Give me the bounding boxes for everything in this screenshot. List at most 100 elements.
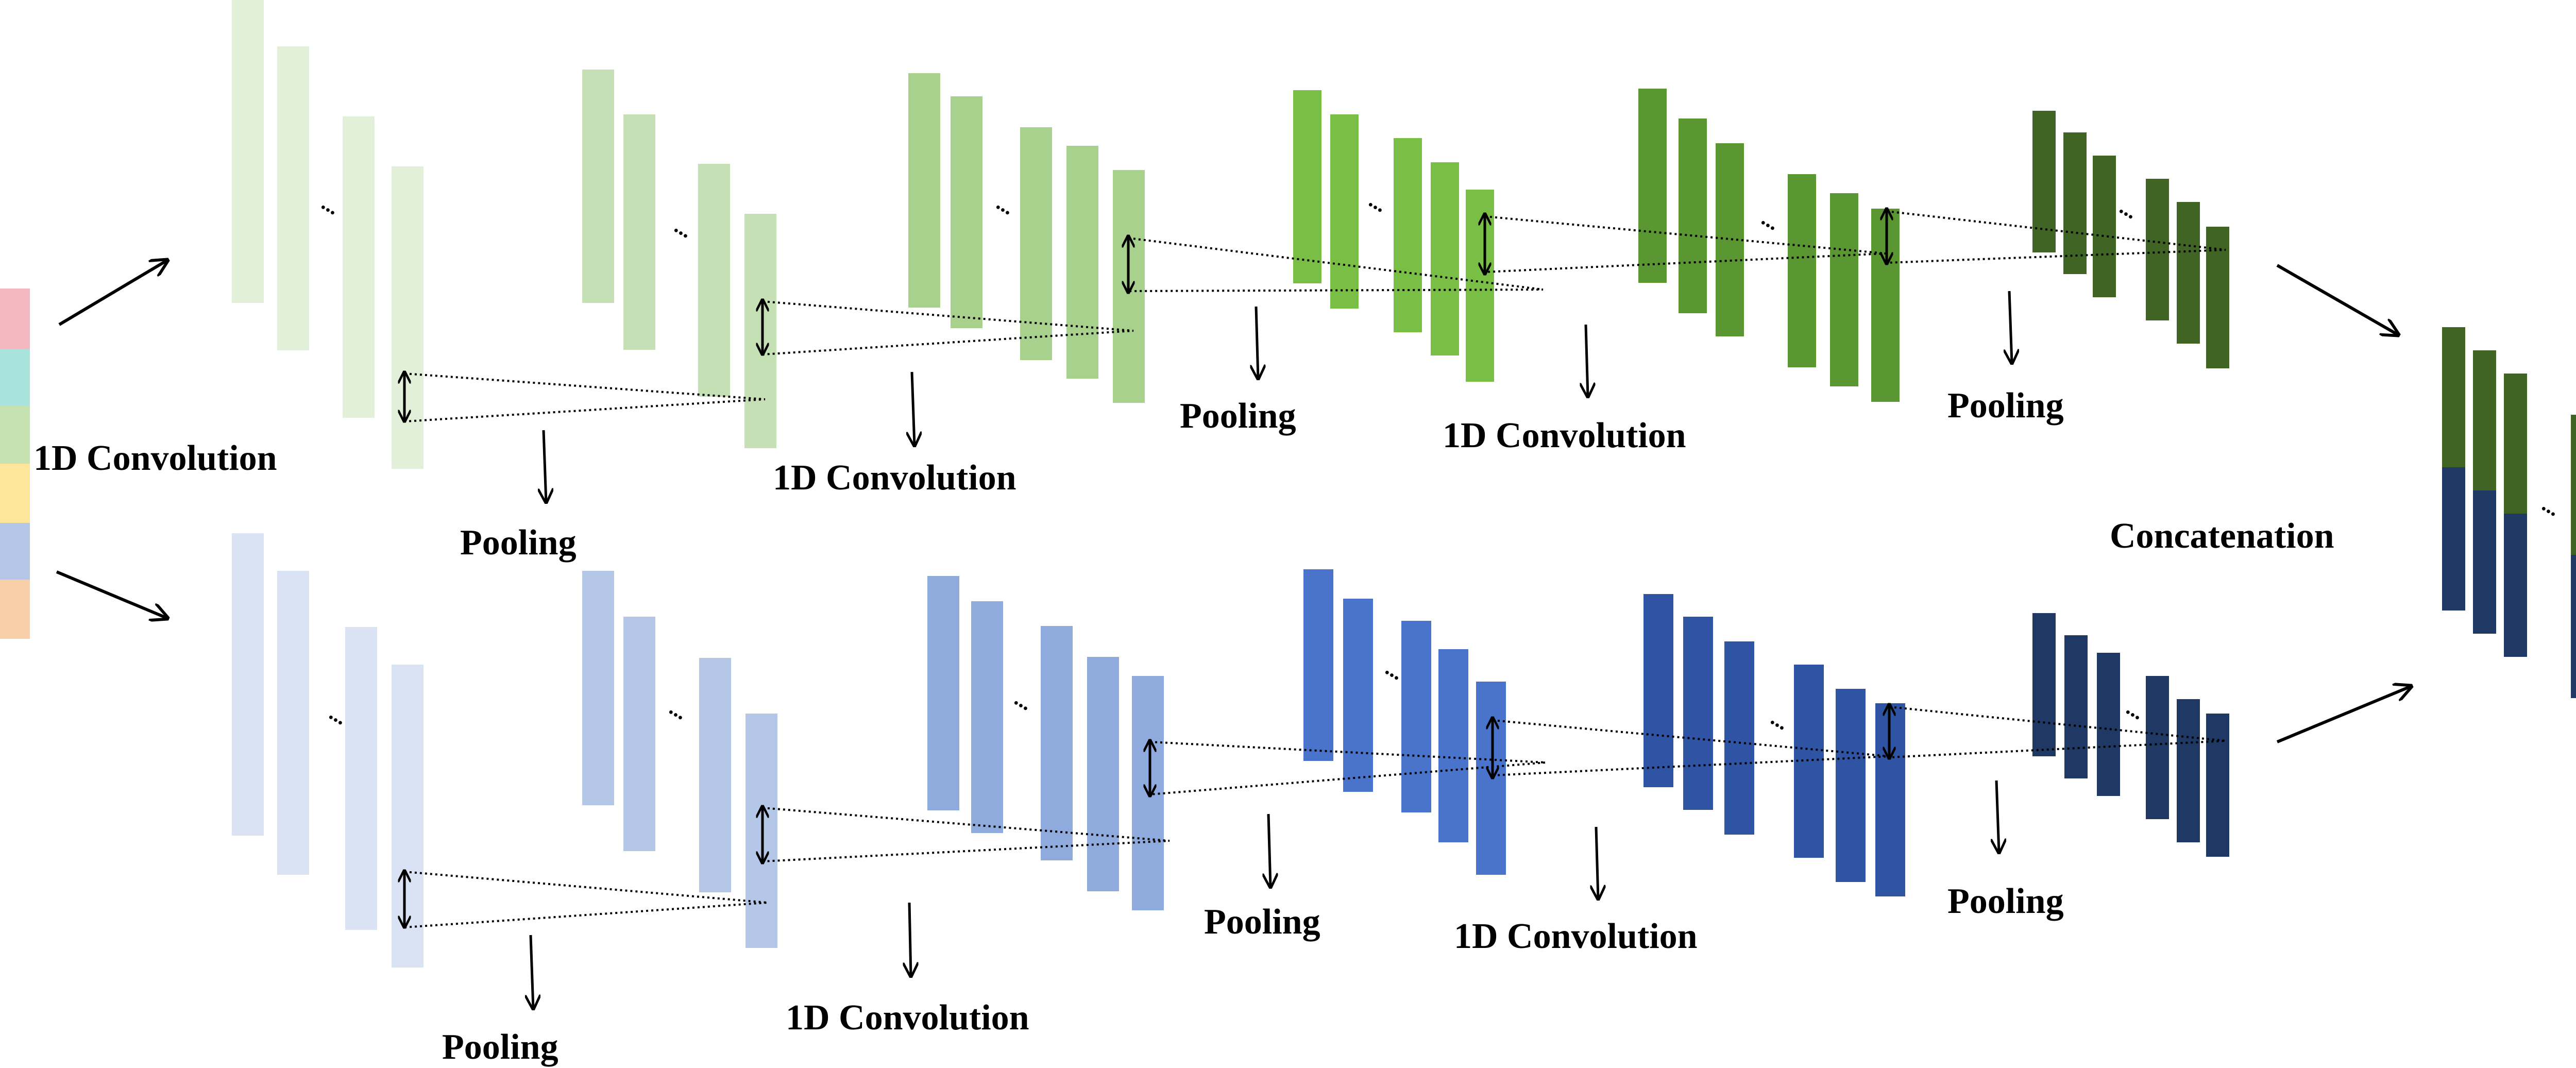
label-1d-convolution: 1D Convolution <box>786 998 1029 1038</box>
concat-top-segment <box>2442 327 2465 467</box>
feature-map <box>1466 190 1494 382</box>
feature-map <box>1020 127 1052 360</box>
feature-map <box>1476 682 1506 875</box>
feature-map <box>2063 132 2087 274</box>
feature-map <box>232 533 264 836</box>
top-branch: ... ... ... ... ... ... <box>33 0 2229 563</box>
feature-map <box>2146 179 2169 320</box>
feature-map-stack <box>2032 111 2229 368</box>
feature-map <box>582 571 614 805</box>
feature-map-stack <box>232 533 423 968</box>
concat-top-segment <box>2473 350 2496 490</box>
ellipsis-marker: ... <box>1365 189 1391 217</box>
feature-map <box>2177 699 2200 842</box>
label-1d-convolution: 1D Convolution <box>1443 416 1686 455</box>
concat-bottom-segment <box>2571 555 2576 698</box>
ellipsis-marker: ... <box>2115 195 2141 224</box>
feature-map <box>1794 665 1824 858</box>
operation-arrows <box>531 780 1999 1009</box>
feature-map <box>1431 162 1459 355</box>
label-pooling: Pooling <box>1947 386 2064 426</box>
ellipsis-marker: ... <box>1010 687 1036 716</box>
feature-map <box>1683 617 1713 810</box>
feature-map <box>2032 613 2056 756</box>
feature-map <box>1293 90 1321 283</box>
feature-map <box>2064 635 2088 778</box>
feature-map <box>1087 657 1119 891</box>
feature-map-stack <box>582 571 777 948</box>
concat-column <box>2504 374 2527 657</box>
feature-map <box>1716 143 1744 336</box>
label-1d-convolution: 1D Convolution <box>33 438 277 478</box>
kernel-arrows <box>404 209 1887 421</box>
feature-map <box>2097 653 2120 796</box>
feature-map <box>1830 193 1858 386</box>
ellipsis-marker: ... <box>317 191 343 220</box>
feature-map <box>343 116 375 418</box>
feature-map <box>1679 118 1707 313</box>
label-pooling: Pooling <box>442 1027 558 1067</box>
feature-map <box>951 96 982 328</box>
feature-map <box>971 601 1003 833</box>
concat-bottom-segment <box>2442 467 2465 611</box>
feature-map <box>1303 569 1333 761</box>
feature-map <box>1343 599 1373 792</box>
feature-map-stack <box>1638 89 1900 402</box>
feature-map <box>927 576 959 810</box>
concat-bottom-segment <box>2504 514 2527 657</box>
feature-map <box>2177 202 2200 344</box>
feature-map <box>2032 111 2056 252</box>
feature-map <box>1788 174 1816 367</box>
feature-map <box>1041 626 1073 860</box>
feature-map <box>277 571 309 875</box>
feature-map <box>232 0 264 303</box>
concatenated-feature-maps: ... <box>2442 327 2576 698</box>
feature-map-stack <box>2032 613 2229 857</box>
operation-arrows <box>544 291 2012 502</box>
ellipsis-marker: ... <box>1757 207 1783 235</box>
input-segment <box>0 349 30 406</box>
label-pooling: Pooling <box>1947 881 2064 921</box>
bottom-branch: ... ... ... ... ... ... <box>232 533 2229 1067</box>
feature-map-stack <box>908 73 1145 403</box>
input-to-top-branch-arrow <box>58 260 167 326</box>
feature-map <box>2093 156 2116 297</box>
concat-column <box>2571 415 2576 698</box>
input-segment <box>0 580 30 639</box>
label-1d-convolution: 1D Convolution <box>1454 917 1698 956</box>
ellipsis-marker: ... <box>670 214 696 243</box>
concat-bottom-segment <box>2473 490 2496 634</box>
feature-map <box>1066 146 1098 379</box>
feature-map <box>2146 676 2169 819</box>
feature-map <box>1638 89 1667 283</box>
feature-map-stack <box>232 0 423 469</box>
label-concatenation: Concatenation <box>2110 516 2334 556</box>
feature-map <box>908 73 940 308</box>
bottom-to-concat-arrow <box>2276 686 2411 743</box>
concat-top-segment <box>2504 374 2527 514</box>
feature-map <box>1394 138 1422 332</box>
feature-map <box>1724 641 1754 835</box>
feature-map <box>582 70 614 303</box>
feature-map <box>699 658 731 892</box>
feature-map-stack <box>582 70 776 448</box>
label-1d-convolution: 1D Convolution <box>773 458 1016 498</box>
ellipsis-marker: ... <box>2122 696 2148 725</box>
input-segment <box>0 464 30 523</box>
kernel-arrows <box>404 704 1889 927</box>
input-segment <box>0 406 30 464</box>
ellipsis-marker: ... <box>2538 493 2564 521</box>
feature-map <box>277 46 309 350</box>
feature-map <box>698 164 730 397</box>
ellipsis-marker: ... <box>992 191 1018 220</box>
label-pooling: Pooling <box>1180 396 1296 436</box>
concat-top-segment <box>2571 415 2576 555</box>
feature-map <box>2206 714 2229 857</box>
feature-map <box>623 114 655 350</box>
feature-map <box>1836 689 1866 882</box>
concat-column <box>2442 327 2465 611</box>
label-pooling: Pooling <box>460 523 577 563</box>
feature-map-stack <box>1293 90 1494 382</box>
input-to-bottom-branch-arrow <box>56 570 167 618</box>
